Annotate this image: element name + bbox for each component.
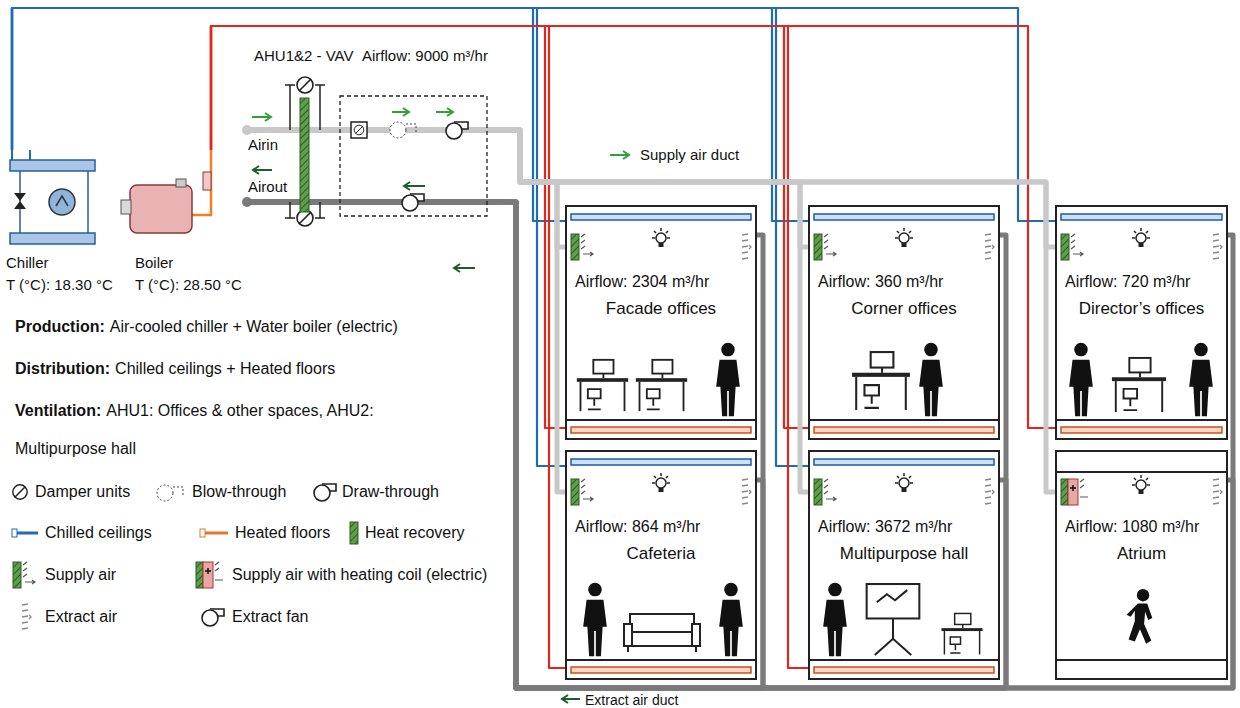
annotation: Multipurpose hall <box>15 440 136 458</box>
legend-label: Chilled ceilings <box>45 524 152 542</box>
chilled-water-pipe <box>12 8 565 221</box>
legend-label: Heat recovery <box>365 524 465 542</box>
supply-duct <box>500 130 1055 247</box>
annotation: AHU1: Offices & other spaces, AHU2: <box>106 402 373 420</box>
chilled-water-pipe <box>12 8 565 466</box>
room-box: Airflow: 360 m³/hrCorner offices <box>808 205 1000 440</box>
extract-duct <box>500 202 1233 688</box>
chilled-water-pipe <box>12 8 808 221</box>
room-name: Multipurpose hall <box>840 544 969 564</box>
room-name: Corner offices <box>851 299 957 319</box>
annotation: Chilled ceilings + Heated floors <box>115 360 335 378</box>
value-text: T (°C): 18.30 °C <box>6 276 113 293</box>
annotation: Extract air duct <box>585 692 678 708</box>
extract-duct <box>500 202 1006 688</box>
chilled-water-pipe <box>12 8 1055 221</box>
unit-name: Boiler <box>135 254 173 271</box>
section-heading: Production: <box>15 318 105 336</box>
extract-duct <box>500 202 1233 688</box>
ahu-unit: AHU1&2 - VAV Airflow: 9000 m³/hr <box>240 45 500 230</box>
hot-water-pipe <box>211 26 808 668</box>
legend-label: Extract fan <box>232 608 308 626</box>
unit-name: Chiller <box>6 254 49 271</box>
legend-label: Damper units <box>35 483 130 501</box>
extract-duct <box>500 202 1006 688</box>
hot-water-pipe <box>211 26 565 668</box>
annotation: Air-cooled chiller + Water boiler (elect… <box>110 318 398 336</box>
legend-label: Extract air <box>45 608 117 626</box>
annotation: Supply air duct <box>640 146 739 163</box>
ahu-illustration <box>242 77 500 272</box>
value-text: Airflow: 1080 m³/hr <box>1065 518 1199 536</box>
plant-unit: Boiler T (°C): 28.50 °C <box>126 150 260 300</box>
room-name: Director’s offices <box>1079 299 1205 319</box>
legend-label: Supply air <box>45 566 116 584</box>
room-name: Cafeteria <box>627 544 696 564</box>
unit-name: AHU1&2 - VAV <box>254 47 353 64</box>
value-text: Airflow: 360 m³/hr <box>818 273 943 291</box>
supply-duct <box>500 130 1055 492</box>
annotation: Airout <box>248 178 287 195</box>
value-text: T (°C): 28.50 °C <box>135 276 242 293</box>
plant-unit: Chiller T (°C): 18.30 °C <box>4 150 124 300</box>
chiller-symbol <box>10 150 95 244</box>
room-box: Airflow: 864 m³/hrCafeteria <box>565 450 757 680</box>
legend-label: Supply air with heating coil (electric) <box>232 566 487 584</box>
legend-label: Blow-through <box>192 483 286 501</box>
value-text: Airflow: 720 m³/hr <box>1065 273 1190 291</box>
occupants-furniture <box>577 343 1213 656</box>
hot-water-pipe <box>211 26 1055 428</box>
value-text: Airflow: 9000 m³/hr <box>362 47 488 64</box>
section-heading: Distribution: <box>15 360 110 378</box>
value-text: Airflow: 864 m³/hr <box>575 518 700 536</box>
supply-duct <box>500 130 808 247</box>
room-box: Airflow: 1080 m³/hrAtrium <box>1055 450 1228 680</box>
value-text: Airflow: 3672 m³/hr <box>818 518 952 536</box>
room-box: Airflow: 720 m³/hrDirector’s offices <box>1055 205 1228 440</box>
room-box: Airflow: 3672 m³/hrMultipurpose hall <box>808 450 1000 680</box>
annotation: Airin <box>248 136 278 153</box>
value-text: Airflow: 2304 m³/hr <box>575 273 709 291</box>
legend-label: Draw-through <box>342 483 439 501</box>
extract-duct <box>500 202 763 688</box>
room-box: Airflow: 2304 m³/hrFacade offices <box>565 205 757 440</box>
boiler-symbol <box>121 150 211 233</box>
room-fittings <box>565 214 1228 673</box>
section-heading: Ventilation: <box>15 402 101 420</box>
chilled-water-pipe <box>12 8 808 466</box>
legend-symbols <box>12 484 358 629</box>
room-icons <box>571 228 1222 505</box>
room-name: Facade offices <box>606 299 716 319</box>
room-name: Atrium <box>1117 544 1166 564</box>
extract-duct <box>500 202 763 688</box>
legend-label: Heated floors <box>235 524 330 542</box>
